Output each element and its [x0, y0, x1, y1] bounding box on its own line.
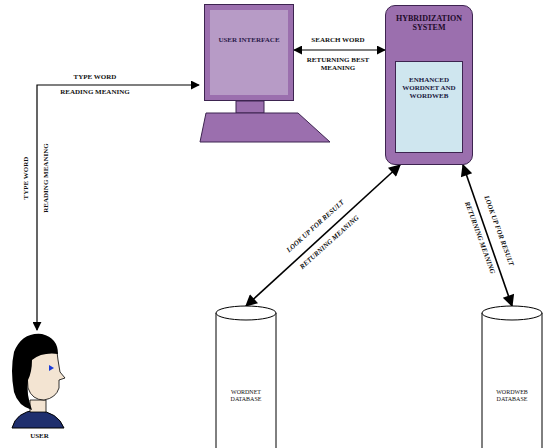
node-text: WORDNET DATABASE — [215, 305, 277, 403]
node-text: HYBRIDIZATION SYSTEM — [386, 6, 472, 32]
cylinder-body — [482, 313, 542, 448]
cylinder-outline — [215, 305, 277, 448]
shirt — [12, 410, 64, 428]
keyboard-base — [200, 113, 330, 142]
flow-arrow — [294, 49, 385, 50]
neck — [30, 400, 46, 412]
flow-label: SEARCH WORD — [310, 37, 365, 45]
database-cylinder: WORDNET DATABASE — [215, 305, 277, 448]
flow-label: TYPE WORD — [73, 74, 118, 82]
flow-label: RETURNING BEST MEANING — [296, 57, 380, 72]
cylinder-top — [216, 306, 276, 320]
user-figure: USER — [2, 330, 77, 446]
flow-label: READING MEANING — [59, 89, 130, 97]
cylinder-top — [482, 306, 542, 320]
hair — [12, 334, 58, 410]
flow-arrow — [246, 165, 400, 306]
monitor-stand — [236, 101, 264, 113]
cylinder-body — [216, 313, 276, 448]
flow-label: RETURNING MEANING — [298, 214, 361, 272]
node-text: USER — [2, 330, 77, 440]
flow-arrow — [37, 85, 199, 330]
eye — [49, 365, 54, 371]
database-cylinder: WORDWEB DATABASE — [481, 305, 543, 448]
module-box: ENHANCED WORDNET AND WORDWEB — [395, 61, 463, 153]
flow-label: READING MEANING — [43, 142, 51, 213]
person-figure — [2, 330, 77, 446]
node-text: ENHANCED WORDNET AND WORDWEB — [396, 62, 462, 100]
node-text: WORDWEB DATABASE — [481, 305, 543, 403]
node-text: USER INTERFACE — [210, 10, 288, 44]
flow-label: TYPE WORD — [23, 156, 31, 201]
cylinder-outline — [481, 305, 543, 448]
flow-label: LOOK UP FOR RESULT — [285, 199, 347, 256]
monitor-screen: USER INTERFACE — [205, 5, 293, 100]
system-box: HYBRIDIZATION SYSTEM ENHANCED WORDNET AND… — [385, 5, 473, 165]
flow-arrow — [463, 165, 512, 306]
